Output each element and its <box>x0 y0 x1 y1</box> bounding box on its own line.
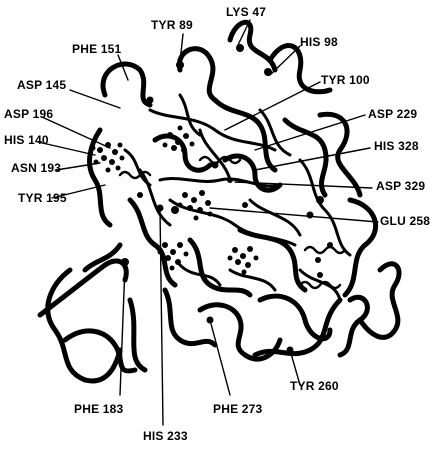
residue-label-asp329: ASP 329 <box>376 180 425 192</box>
residue-label-tyr260: TYR 260 <box>290 380 339 392</box>
residue-label-asp145: ASP 145 <box>17 79 66 91</box>
cluster-center-top <box>163 126 195 154</box>
residue-label-his98: HIS 98 <box>300 36 338 48</box>
residue-label-tyr100: TYR 100 <box>321 74 370 86</box>
residue-label-his233: HIS 233 <box>143 430 188 442</box>
residue-label-asn193: ASN 193 <box>11 162 61 174</box>
residue-label-phe273: PHE 273 <box>213 403 262 415</box>
residue-label-phe183: PHE 183 <box>74 403 123 415</box>
residue-label-tyr89: TYR 89 <box>151 19 193 31</box>
residue-label-his328: HIS 328 <box>374 140 419 152</box>
residue-label-lys47: LYS 47 <box>226 6 266 18</box>
residue-label-glu258: GLU 258 <box>380 215 430 227</box>
residue-label-phe151: PHE 151 <box>72 43 121 55</box>
ribbon-inner-strands <box>125 95 350 300</box>
residue-label-his140: HIS 140 <box>4 134 49 146</box>
cluster-left <box>91 142 125 173</box>
residue-label-asp229: ASP 229 <box>368 108 417 120</box>
residue-label-tyr195: TYR 195 <box>18 192 67 204</box>
cluster-center <box>178 190 213 221</box>
residue-label-asp196: ASP 196 <box>4 108 53 120</box>
